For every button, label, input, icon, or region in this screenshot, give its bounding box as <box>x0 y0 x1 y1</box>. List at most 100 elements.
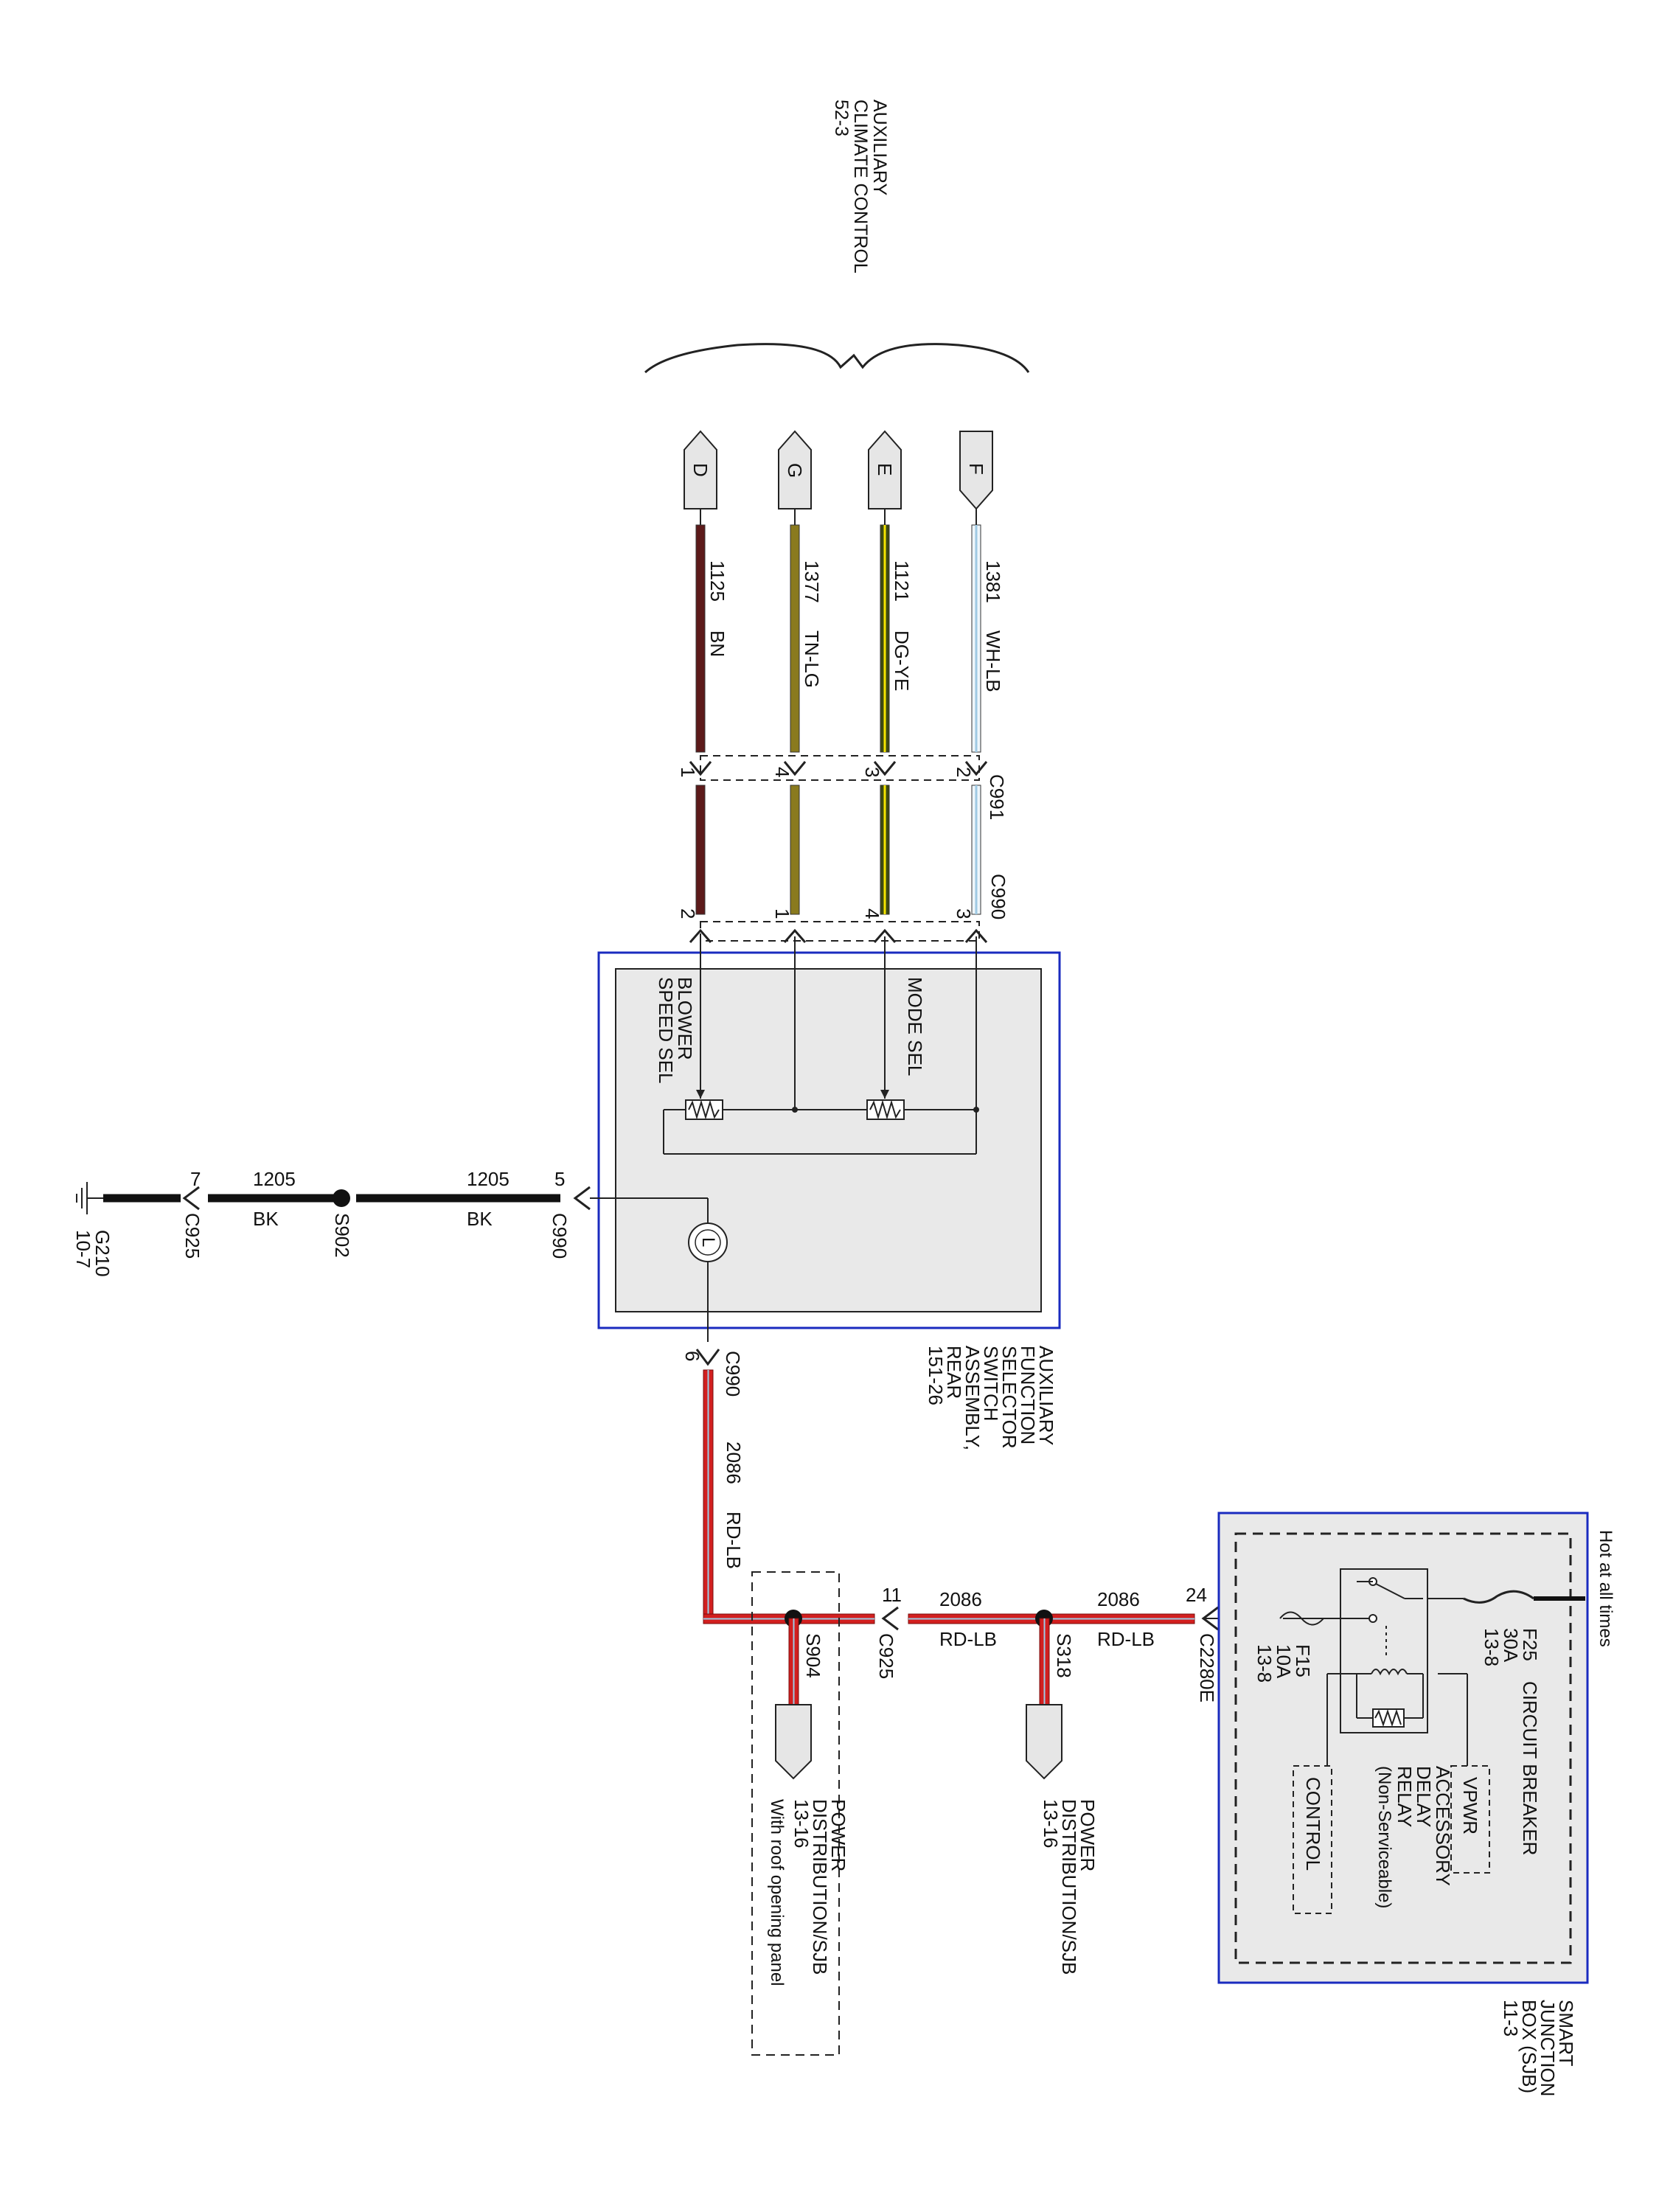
aux-climate-name-line-1: AUXILIARY <box>869 100 890 195</box>
switch-internal-wiring <box>663 936 977 1155</box>
feed-color-label-vert: RD-LB <box>723 1512 745 1569</box>
c991-arrow <box>783 761 807 776</box>
circuit-label-1125: 1125 <box>706 560 728 602</box>
pin-box-d <box>684 430 717 509</box>
pin-letter-f: F <box>965 463 987 475</box>
c925-pin11-arrow <box>881 1606 899 1631</box>
c991-pin-1: 1 <box>677 767 699 777</box>
f25-line-3: 13-8 <box>1481 1628 1503 1666</box>
s318-dest-line-2: DISTRIBUTION/SJB <box>1058 1799 1080 1975</box>
aux-climate-name-line-3: 52-3 <box>831 100 852 136</box>
relay-line-3: RELAY <box>1394 1766 1416 1827</box>
c991-pin-4: 4 <box>771 767 793 777</box>
feed-pin-c2280e: 24 <box>1186 1584 1207 1606</box>
mode-potentiometer <box>866 1090 905 1120</box>
c990-pin-2: 2 <box>677 908 699 919</box>
wire-1377-upper <box>790 524 800 753</box>
feed-circuit-label-vert: 2086 <box>723 1441 745 1484</box>
relay-line-2: DELAY <box>1413 1766 1435 1827</box>
color-label-1121: DG-YE <box>891 630 913 691</box>
switch-assembly-inner <box>615 968 1042 1312</box>
c991-arrow <box>689 761 712 776</box>
ground-color-label-left: BK <box>253 1208 279 1230</box>
ground-id: G210 <box>91 1230 114 1277</box>
relay-coil <box>1356 1669 1424 1719</box>
aux-climate-control: AUXILIARY CLIMATE CONTROL 52-3 <box>644 100 1030 374</box>
splice-s902 <box>333 1189 350 1207</box>
s318-label: S318 <box>1053 1633 1075 1678</box>
ground-pin-c990: 5 <box>554 1168 565 1190</box>
c990-pin-4: 4 <box>861 908 883 919</box>
junction-dot <box>792 1107 798 1113</box>
feed-circuit-label-mid: 2086 <box>939 1588 982 1610</box>
s318-dest-line-1: POWER <box>1077 1799 1099 1871</box>
ground-ref: 10-7 <box>72 1230 94 1268</box>
ground-color-label-right: BK <box>467 1208 493 1230</box>
c991-pin-2: 2 <box>953 767 975 777</box>
f15-line-1: F15 <box>1292 1644 1314 1677</box>
connector-c991: C991 <box>700 755 1008 820</box>
feed-pin-c925: 11 <box>882 1584 902 1606</box>
junction-dot <box>973 1107 979 1113</box>
f25-line-1: F25 <box>1519 1628 1541 1661</box>
pin-letter-d: D <box>689 463 712 477</box>
c990-pin-1: 1 <box>771 908 793 919</box>
s904-note: With roof opening panel <box>767 1799 787 1986</box>
circuit-label-1121: 1121 <box>891 560 913 602</box>
connector-c990-top-label: C990 <box>987 874 1009 919</box>
c925-pin7-arrow <box>182 1186 200 1211</box>
wire-1377-lower <box>790 785 800 915</box>
c990-arrow <box>783 928 807 943</box>
feed-color-label-mid: RD-LB <box>939 1628 997 1650</box>
switch-assembly-outer <box>597 951 1061 1329</box>
s904-pin-shape <box>775 1704 812 1780</box>
connector-c991-label: C991 <box>986 774 1008 820</box>
splice-s904-group: S904 POWER DISTRIBUTION/SJB 13-16 With r… <box>751 1571 849 2056</box>
switch-name-line-6: REAR <box>943 1346 965 1399</box>
sjb-name-line-2: JUNCTION <box>1537 2000 1559 2096</box>
lamp-glyph: L <box>698 1237 718 1247</box>
switch-name-line-1: AUXILIARY <box>1035 1346 1057 1445</box>
f15-fuse-symbol <box>1279 1611 1324 1626</box>
connector-c991-frame <box>700 755 980 781</box>
c990-pin5-arrow <box>573 1186 591 1211</box>
feed-color-label-right: RD-LB <box>1097 1628 1155 1650</box>
c991-pin-3: 3 <box>861 767 883 777</box>
pin-box-e <box>868 430 902 509</box>
feed-pin-c990: 6 <box>681 1351 703 1361</box>
ground-c925-label: C925 <box>181 1213 204 1259</box>
feed-c990-label: C990 <box>722 1351 744 1397</box>
sjb-inner-dashed <box>1234 1532 1572 1964</box>
ground-c990-label: C990 <box>549 1213 571 1259</box>
ground-symbol <box>76 1182 103 1214</box>
circuit-label-1381: 1381 <box>982 560 1004 603</box>
ground-pin-c925: 7 <box>190 1168 201 1190</box>
roof-option-frame <box>751 1571 840 2056</box>
blower-label-line-2: SPEED SEL <box>655 977 677 1084</box>
color-label-1381: WH-LB <box>982 630 1004 692</box>
circuit-label-1377: 1377 <box>801 560 823 603</box>
feed-circuit: 2086 RD-LB 6 C990 11 C925 2086 RD-LB 208… <box>681 1262 1280 1703</box>
f25-circuit-breaker-symbol <box>1463 1590 1534 1604</box>
c990-arrow <box>689 928 712 943</box>
relay-line-1: ACCESSORY <box>1432 1766 1454 1886</box>
f15-line-3: 13-8 <box>1253 1644 1276 1683</box>
smart-junction-box: Hot at all times F25 30A 13-8 CIRCUIT BR… <box>1217 1512 1615 2096</box>
relay-leads <box>1326 1673 1468 1766</box>
pin-box-g <box>778 430 812 509</box>
connector-c990-top-frame <box>700 921 980 942</box>
c990-pin6-arrow <box>695 1349 720 1366</box>
feed-circuit-label-right: 2086 <box>1097 1588 1140 1610</box>
pin-letter-e: E <box>874 463 896 476</box>
c990-pin-3: 3 <box>953 908 975 919</box>
switch-assembly: BLOWER SPEED SEL MODE SEL L AUXILIARY FU… <box>597 936 1061 1450</box>
relay-resistor <box>1372 1708 1405 1728</box>
component-brace <box>644 343 1030 374</box>
relay-contacts <box>1283 1577 1423 1655</box>
ground-circuit-label-right: 1205 <box>467 1168 509 1190</box>
f15-line-2: 10A <box>1273 1644 1295 1679</box>
sjb-name-line-4: 11-3 <box>1500 2000 1522 2037</box>
splice-s318-group: S318 POWER DISTRIBUTION/SJB 13-16 <box>1026 1610 1099 1975</box>
accessory-delay-relay <box>1340 1568 1428 1733</box>
